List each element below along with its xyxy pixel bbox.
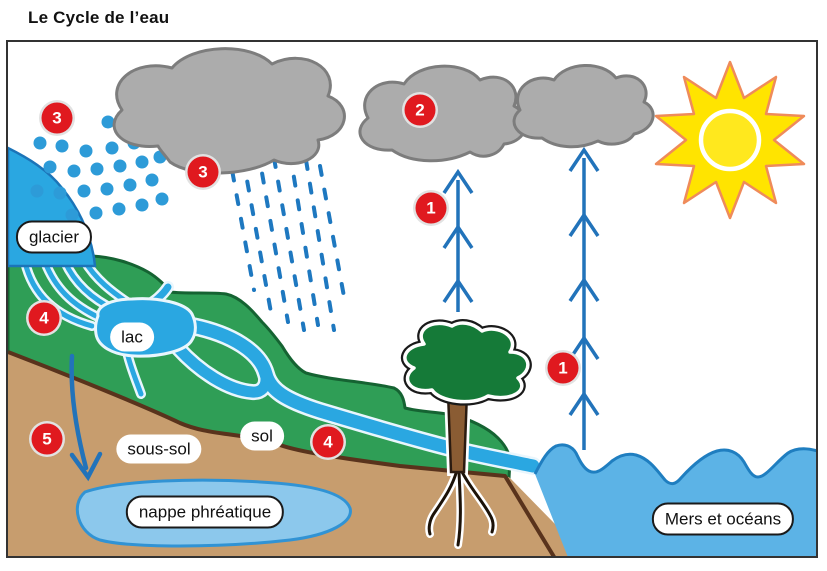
label-groundwater: nappe phréatique [125,495,285,529]
badge-2-cloud: 2 [404,94,436,126]
page-title: Le Cycle de l’eau [28,8,170,27]
badge-3-rain: 3 [187,156,219,188]
badge-3-snow: 3 [41,102,73,134]
badge-4-runoff-upper: 4 [28,302,60,334]
label-glacier: glacier [15,220,93,254]
badge-1-evaporation-right: 1 [547,352,579,384]
label-lake: lac [110,322,154,352]
label-subsoil: sous-sol [116,434,202,464]
label-sea: Mers et océans [651,502,795,536]
badge-5-infiltration: 5 [31,423,63,455]
badge-4-runoff-lower: 4 [312,426,344,458]
label-soil: sol [240,421,284,451]
badge-1-evaporation-left: 1 [415,192,447,224]
